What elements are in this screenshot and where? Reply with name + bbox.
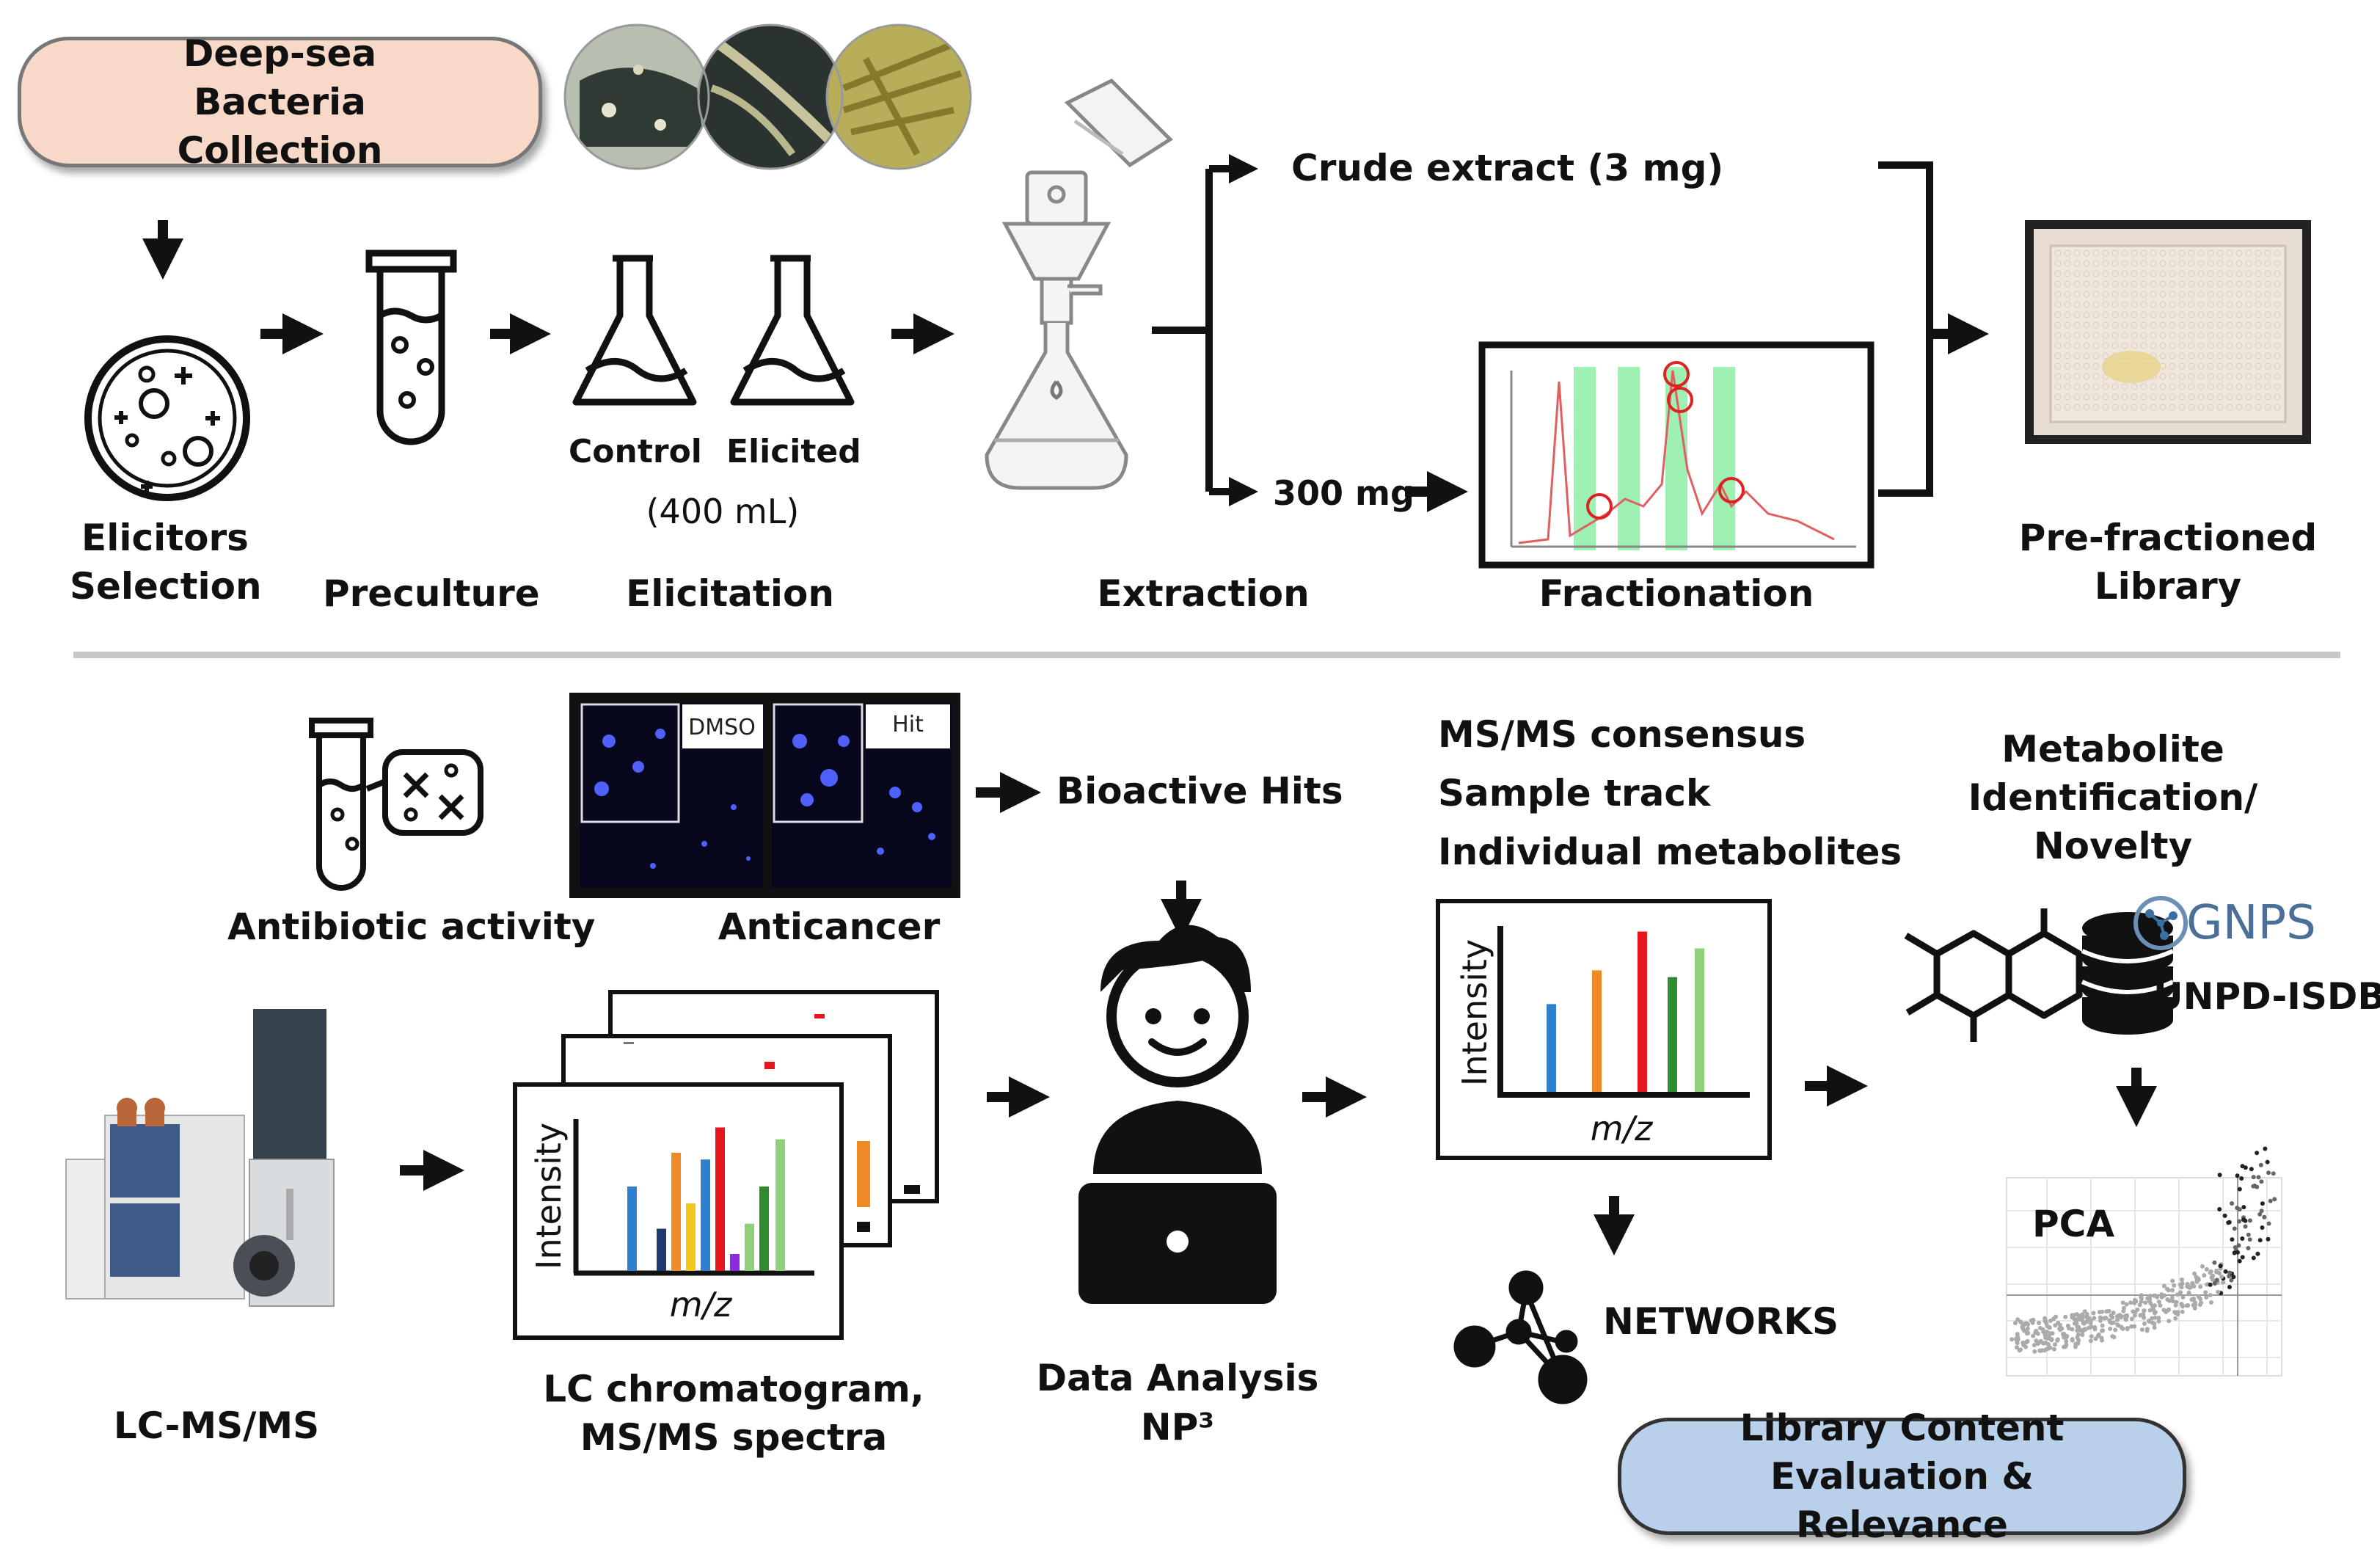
well-plate-icon bbox=[2025, 220, 2311, 444]
lc-spectrum-bar bbox=[701, 1159, 710, 1271]
petri-dish-icon bbox=[84, 335, 250, 501]
lc-spectrum-bar bbox=[686, 1203, 696, 1271]
pca-label: PCA bbox=[2032, 1203, 2115, 1245]
library-content-pill: Library Content Evaluation & Relevance bbox=[1618, 1407, 2186, 1546]
msms-consensus-spectrum bbox=[1436, 899, 1772, 1160]
msms-spectrum-bar bbox=[1547, 1004, 1556, 1092]
split-bracket bbox=[1152, 154, 1933, 506]
metabolite-identification-label: Metabolite Identification/ Novelty bbox=[1968, 728, 2258, 867]
fractionation-chromatogram bbox=[1478, 341, 1875, 569]
lcms-label: LC-MS/MS bbox=[113, 1404, 320, 1447]
lc-chromatogram-label: LC chromatogram, MS/MS spectra bbox=[543, 1368, 924, 1459]
data-analysis-label: Data Analysis bbox=[1036, 1357, 1319, 1399]
msms-spectrum-bar bbox=[1592, 970, 1602, 1092]
sample-track-label: Sample track bbox=[1438, 772, 1711, 814]
plate-photo-2 bbox=[698, 25, 842, 169]
pca-plot bbox=[2006, 1146, 2282, 1377]
lcms-instrument-icon bbox=[65, 1009, 335, 1307]
msms-spectrum-bar bbox=[1668, 977, 1677, 1092]
lc-spectrum-bar bbox=[671, 1153, 681, 1271]
msms-spectrum-bar bbox=[1695, 948, 1704, 1092]
lc-chromatogram-stack bbox=[513, 990, 939, 1340]
lc-spectrum-bar bbox=[745, 1223, 754, 1271]
library-content-text: Library Content Evaluation & Relevance bbox=[1740, 1407, 2065, 1546]
prefractioned-library-label: Pre-fractioned Library bbox=[2018, 517, 2318, 608]
unpd-isdb-label: UNPD-ISDB bbox=[2153, 975, 2380, 1018]
volume-label: (400 mL) bbox=[646, 492, 800, 531]
deep-sea-collection-text: Deep-sea Bacteria Collection bbox=[177, 32, 383, 172]
lc-spectrum-bar bbox=[730, 1254, 740, 1271]
anticancer-images bbox=[569, 693, 960, 898]
ms-mz-axis-label: m/z bbox=[1590, 1109, 1653, 1148]
control-label: Control bbox=[569, 433, 702, 470]
fractionation-label: Fractionation bbox=[1538, 572, 1814, 615]
preculture-label: Preculture bbox=[323, 572, 540, 615]
antibiotic-icon bbox=[309, 718, 483, 891]
flask-icon-elicited bbox=[730, 255, 855, 406]
extraction-label: Extraction bbox=[1097, 572, 1310, 615]
plate-photo-1 bbox=[565, 25, 709, 169]
filter-funnel-icon bbox=[985, 170, 1128, 490]
crude-extract-label: Crude extract (3 mg) bbox=[1291, 147, 1724, 189]
lc-spectrum-bar bbox=[715, 1127, 725, 1271]
beaker-icon bbox=[1064, 78, 1173, 168]
lc-spectrum-bar bbox=[775, 1139, 785, 1271]
antibiotic-activity-label: Antibiotic activity bbox=[227, 905, 596, 948]
ms-intensity-axis-label: Intensity bbox=[1455, 938, 1494, 1087]
gnps-logo-icon bbox=[2133, 896, 2188, 950]
test-tube-icon bbox=[365, 249, 457, 445]
scientist-laptop-icon bbox=[1078, 925, 1277, 1304]
lc-spectrum-bar bbox=[759, 1187, 769, 1271]
elicitation-label: Elicitation bbox=[626, 572, 834, 615]
gnps-label: GNPS bbox=[2186, 896, 2316, 950]
top-flow-arrows bbox=[142, 220, 1989, 512]
elicited-label: Elicited bbox=[726, 433, 861, 470]
bioactive-hits-label: Bioactive Hits bbox=[1056, 770, 1343, 812]
plate-photo-3 bbox=[827, 25, 971, 169]
individual-metabolites-label: Individual metabolites bbox=[1438, 831, 1902, 873]
msms-spectrum-bar bbox=[1638, 931, 1647, 1092]
dmso-label: DMSO bbox=[688, 715, 756, 740]
network-icon bbox=[1453, 1270, 1588, 1404]
database-icon bbox=[2081, 912, 2175, 1035]
lc-spectrum-bar bbox=[657, 1228, 666, 1271]
bottom-flow-arrows bbox=[400, 772, 2157, 1255]
networks-label: NETWORKS bbox=[1603, 1300, 1839, 1343]
lc-spectrum-bar bbox=[627, 1187, 637, 1271]
elicitors-selection-label: Elicitors Selection bbox=[70, 517, 262, 608]
deep-sea-collection-pill: Deep-sea Bacteria Collection bbox=[18, 32, 542, 172]
lc-mz-axis-label: m/z bbox=[669, 1285, 732, 1324]
lc-intensity-axis-label: Intensity bbox=[529, 1122, 569, 1270]
flask-icon-control bbox=[572, 255, 697, 406]
msms-consensus-label: MS/MS consensus bbox=[1438, 713, 1806, 756]
section-divider bbox=[73, 652, 2340, 658]
hit-label: Hit bbox=[892, 712, 924, 737]
np3-label: NP³ bbox=[1140, 1406, 1215, 1448]
mass-300-label: 300 mg bbox=[1273, 473, 1415, 513]
anticancer-label: Anticancer bbox=[718, 905, 941, 948]
molecule-icon bbox=[1904, 908, 2083, 1042]
